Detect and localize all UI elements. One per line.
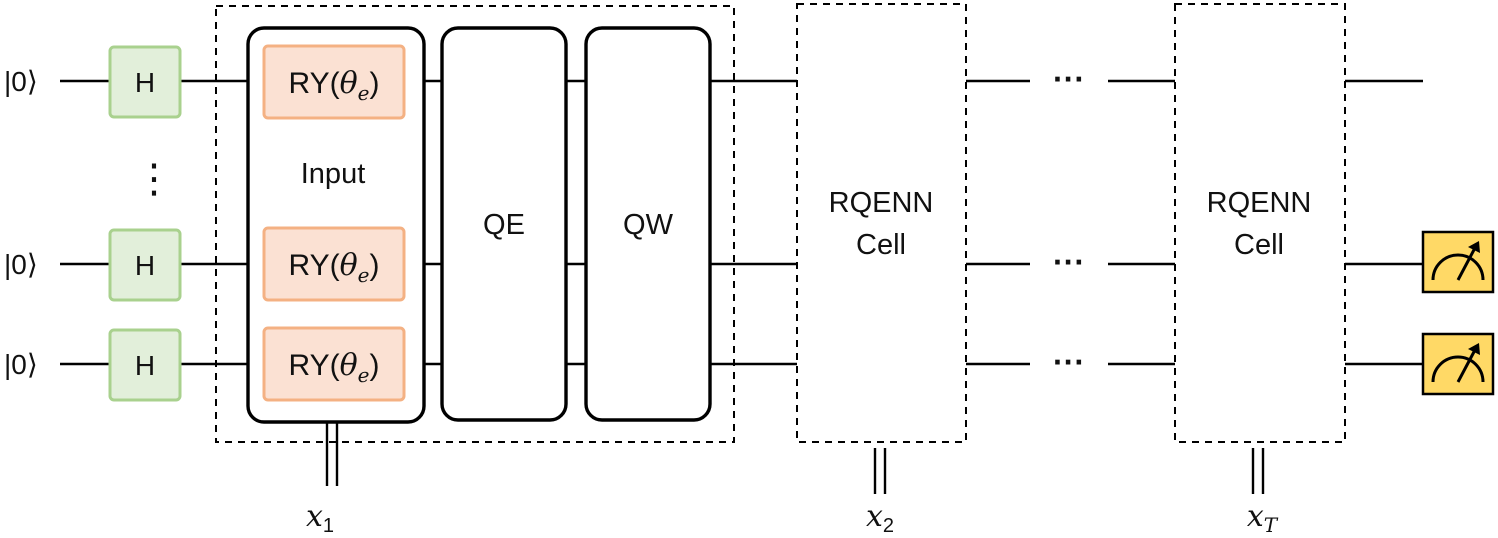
- classical-input-1: [325, 422, 339, 486]
- hadamard-label: H: [135, 350, 155, 381]
- ket-zero-2: |0⟩: [4, 249, 38, 280]
- ket-zero-1: |0⟩: [4, 66, 38, 97]
- rqenn-cell-T: RQENN Cell: [1174, 3, 1346, 443]
- meter-icon: [1421, 332, 1495, 396]
- ry-gate-3: RY(θe): [262, 326, 406, 402]
- hadamard-label: H: [135, 250, 155, 281]
- input-label: Input: [301, 158, 366, 190]
- ry-gate-2: RY(θe): [262, 226, 406, 302]
- ket-zero-3: |0⟩: [4, 349, 38, 380]
- qe-block: QE: [440, 26, 568, 422]
- hadamard-gate-3: H: [108, 328, 182, 402]
- rqenn-cell-T-line2: Cell: [1234, 229, 1284, 261]
- rqenn-cell-T-line1: RQENN: [1207, 187, 1312, 219]
- wire-ellipsis-3: ···: [1053, 344, 1085, 380]
- input-x2: x2: [866, 499, 894, 537]
- rqenn-cell-2-line1: RQENN: [829, 187, 934, 219]
- qubit-wires: [60, 79, 1423, 366]
- hadamard-label: H: [135, 67, 155, 98]
- wire-ellipsis-1: ···: [1053, 61, 1085, 97]
- hadamard-gate-2: H: [108, 228, 182, 302]
- rqenn-cell-2: RQENN Cell: [796, 3, 967, 443]
- classical-input-2: [873, 448, 887, 494]
- rqenn-cell-2-line2: Cell: [856, 229, 906, 261]
- hadamard-gate-1: H: [108, 45, 182, 119]
- ry-gate-1: RY(θe): [262, 44, 406, 120]
- ry-gate-label: RY(θe): [288, 66, 379, 105]
- input-xT: xT: [1247, 499, 1279, 537]
- first-rqenn-cell-frame: [215, 5, 735, 443]
- input-x1: x1: [306, 499, 334, 537]
- qw-block: QW: [584, 26, 712, 422]
- meter-icon: [1421, 230, 1495, 294]
- qubit-ellipsis: ⋮: [134, 157, 174, 201]
- ry-gate-label: RY(θe): [288, 248, 379, 287]
- classical-input-T: [1251, 448, 1265, 494]
- qe-label: QE: [483, 209, 525, 241]
- wire-ellipsis-2: ···: [1053, 244, 1085, 280]
- qw-label: QW: [623, 209, 674, 241]
- ry-gate-label: RY(θe): [288, 348, 379, 387]
